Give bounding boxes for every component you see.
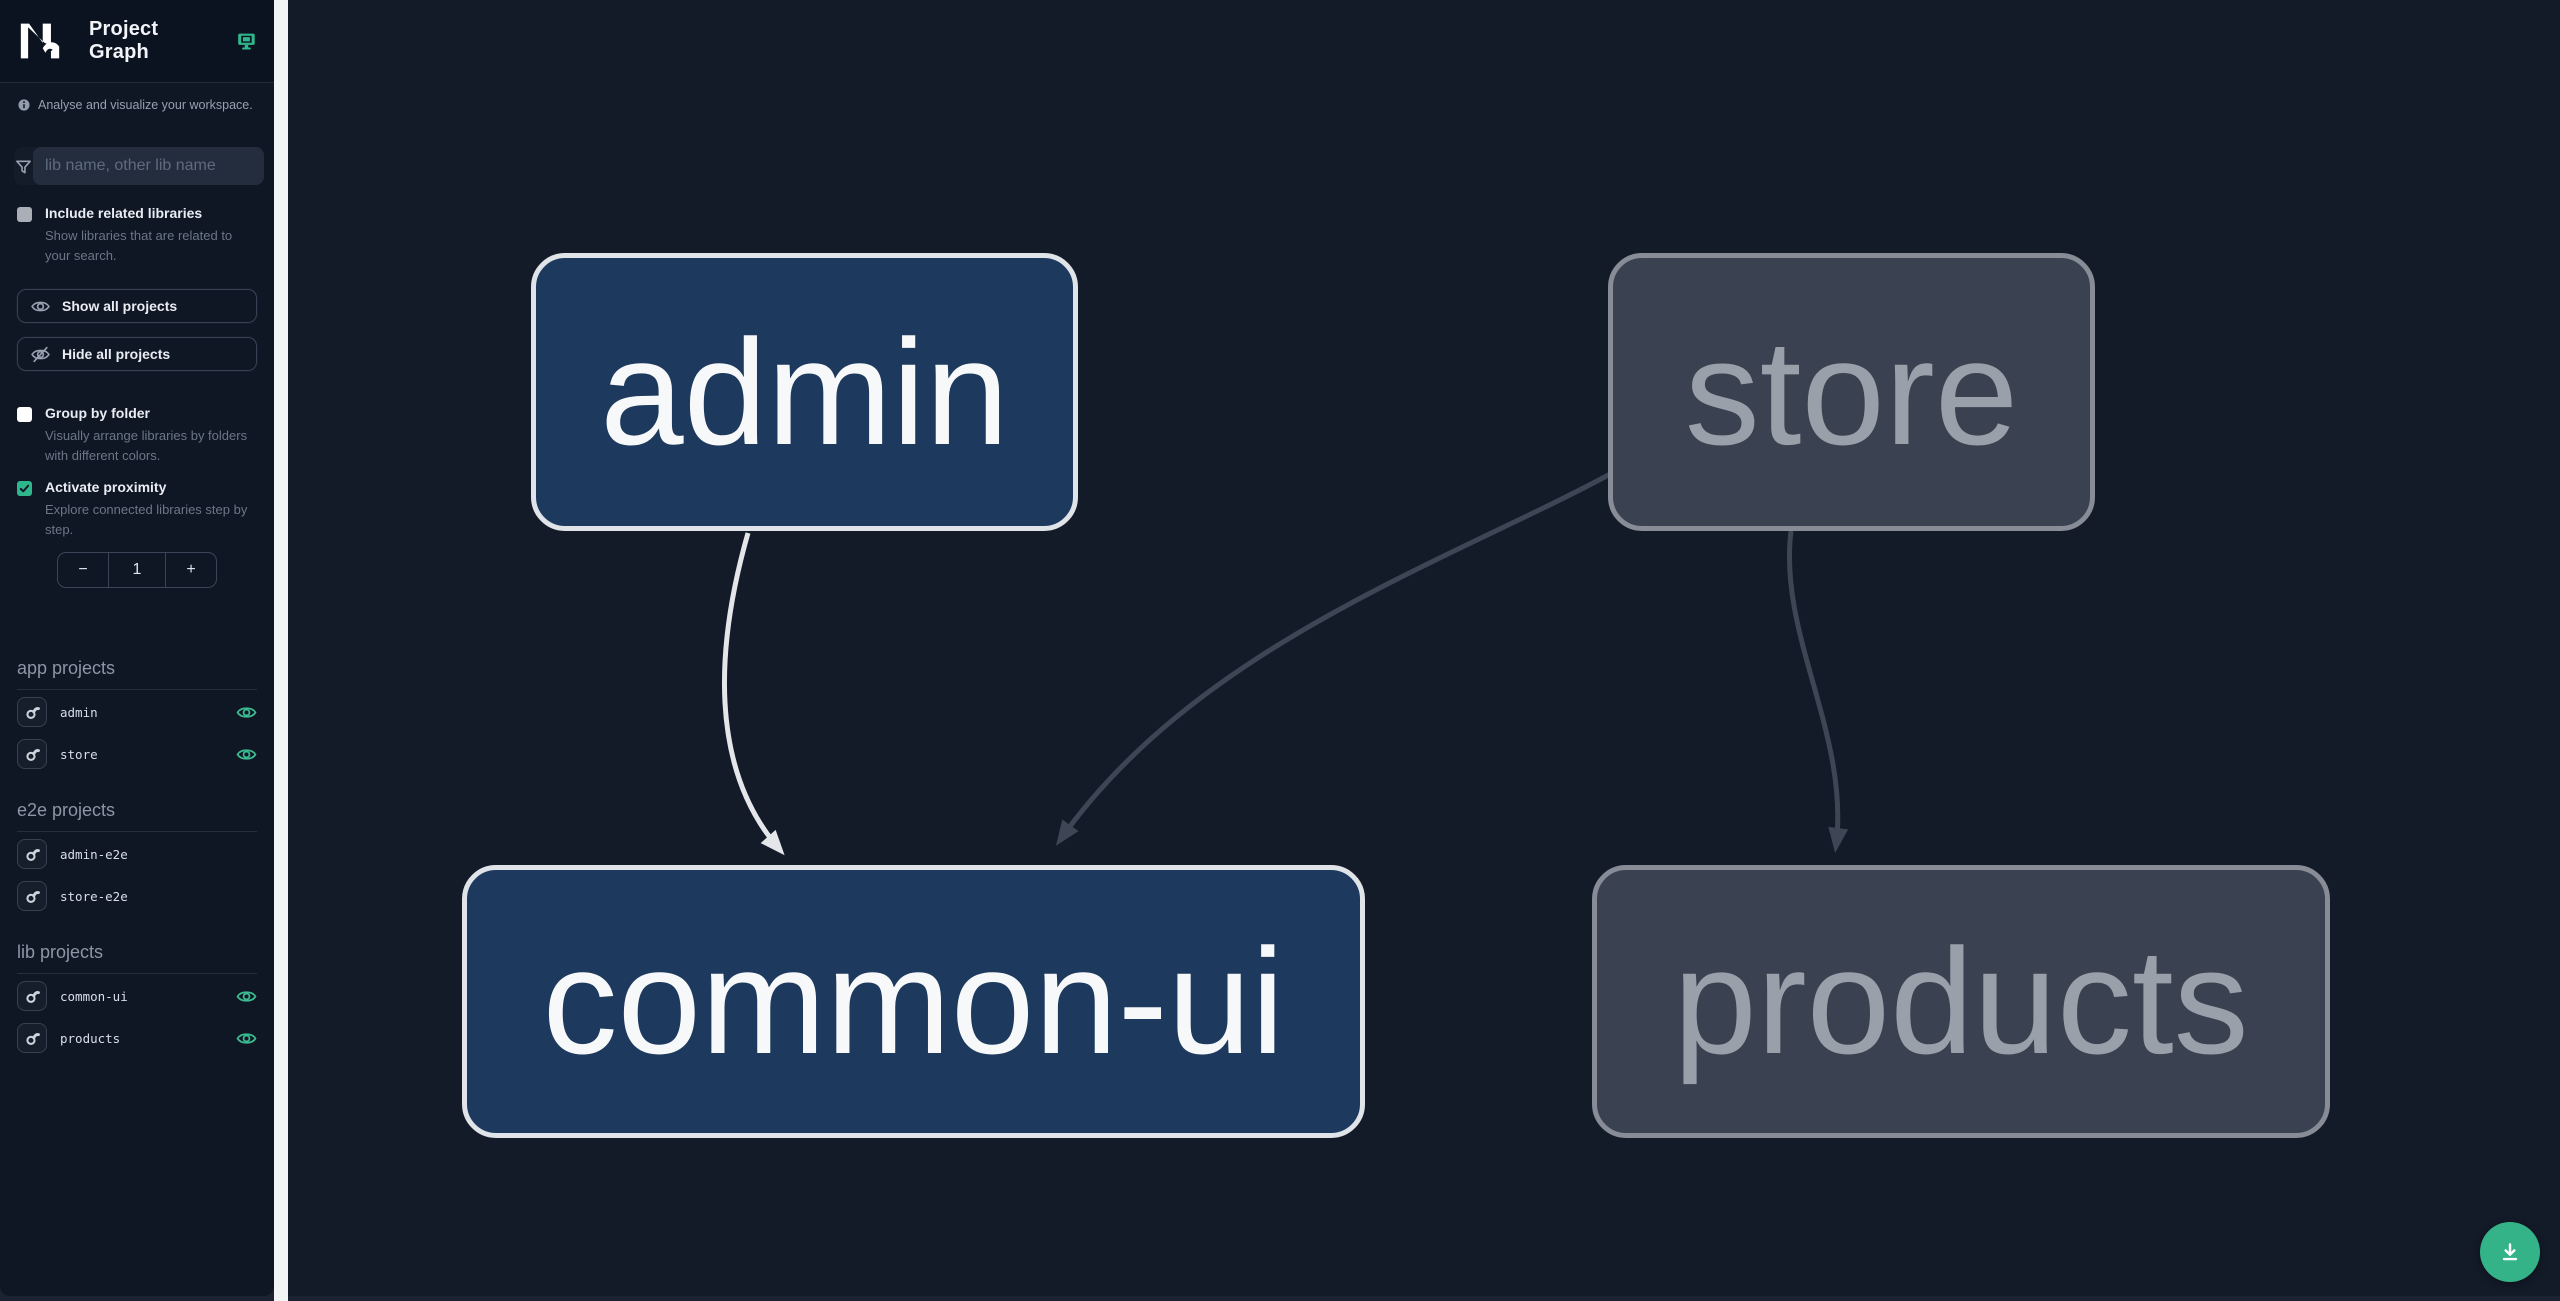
project-row: products <box>0 1018 274 1058</box>
focus-icon <box>25 890 40 903</box>
group-by-folder-label[interactable]: Group by folder <box>45 405 150 421</box>
checkbox-activate-proximity: Activate proximity Explore connected lib… <box>17 479 257 539</box>
proximity-decrement-button[interactable]: − <box>58 553 108 587</box>
hide-all-projects-label: Hide all projects <box>62 346 171 362</box>
workspace-subtitle: Analyse and visualize your workspace. <box>38 98 253 112</box>
include-related-label[interactable]: Include related libraries <box>45 205 203 221</box>
project-row: admin-e2e <box>0 834 274 874</box>
filter-box <box>14 147 264 185</box>
focus-project-button[interactable] <box>17 739 47 769</box>
project-name[interactable]: products <box>60 1030 121 1046</box>
focus-icon <box>25 706 40 719</box>
project-section: e2e projects admin-e2e store-e2e <box>0 800 274 916</box>
show-all-projects-label: Show all projects <box>62 298 178 314</box>
project-section: app projects admin store <box>0 658 274 774</box>
sidebar: Project Graph Analyse and visualize your… <box>0 0 274 1296</box>
toggle-visibility-eye-icon[interactable] <box>236 986 257 1007</box>
edge-store-common-ui[interactable] <box>1055 469 1616 846</box>
project-section: lib projects common-ui products <box>0 942 274 1058</box>
graph-node-common-ui[interactable]: common-ui <box>462 865 1365 1138</box>
project-row: admin <box>0 692 274 732</box>
activate-proximity-description: Explore connected libraries step by step… <box>45 502 248 537</box>
edge-admin-common-ui[interactable] <box>722 532 785 856</box>
activate-proximity-label[interactable]: Activate proximity <box>45 479 167 495</box>
graph-canvas[interactable]: admin store common-ui products <box>288 0 2560 1296</box>
project-row: store <box>0 734 274 774</box>
focus-icon <box>25 848 40 861</box>
focus-project-button[interactable] <box>17 981 47 1011</box>
group-by-folder-description: Visually arrange libraries by folders wi… <box>45 428 248 463</box>
save-image-button[interactable] <box>2480 1222 2540 1282</box>
focus-project-button[interactable] <box>17 839 47 869</box>
graph-node-products[interactable]: products <box>1592 865 2330 1138</box>
nx-logo-icon[interactable] <box>17 20 63 62</box>
toggle-visibility-eye-icon[interactable] <box>236 1028 257 1049</box>
funnel-icon <box>14 147 33 185</box>
toggle-visibility-eye-icon[interactable] <box>236 744 257 765</box>
focus-icon <box>25 990 40 1003</box>
sidebar-header: Project Graph <box>0 0 274 83</box>
eye-icon <box>31 301 50 311</box>
proximity-increment-button[interactable]: + <box>166 553 216 587</box>
activate-proximity-checkbox[interactable] <box>17 481 32 496</box>
hide-all-projects-button[interactable]: Hide all projects <box>17 337 257 371</box>
eye-off-icon <box>31 346 50 362</box>
focus-project-button[interactable] <box>17 881 47 911</box>
include-related-description: Show libraries that are related to your … <box>45 228 233 263</box>
filter-input[interactable] <box>33 147 264 185</box>
focus-icon <box>25 748 40 761</box>
checkbox-group-by-folder: Group by folder Visually arrange librari… <box>17 405 257 465</box>
proximity-stepper: − 1 + <box>57 552 217 588</box>
checkbox-include-related: Include related libraries Show libraries… <box>17 205 257 265</box>
show-all-projects-button[interactable]: Show all projects <box>17 289 257 323</box>
project-name[interactable]: common-ui <box>60 988 128 1004</box>
edge-store-products[interactable] <box>1787 530 1849 853</box>
sidebar-scrollbar[interactable] <box>274 0 288 1301</box>
project-name[interactable]: admin-e2e <box>60 846 128 862</box>
monitor-icon[interactable] <box>236 30 257 52</box>
project-name[interactable]: store-e2e <box>60 888 128 904</box>
toggle-visibility-eye-icon[interactable] <box>236 702 257 723</box>
project-name[interactable]: admin <box>60 704 98 720</box>
include-related-checkbox[interactable] <box>17 207 32 222</box>
project-sections: app projects admin store e2e projects admin-… <box>0 658 274 1058</box>
graph-edges <box>722 469 1849 856</box>
graph-node-admin[interactable]: admin <box>531 253 1078 531</box>
project-row: common-ui <box>0 976 274 1016</box>
project-row: store-e2e <box>0 876 274 916</box>
focus-project-button[interactable] <box>17 1023 47 1053</box>
focus-project-button[interactable] <box>17 697 47 727</box>
workspace-subtitle-row: Analyse and visualize your workspace. <box>18 98 256 112</box>
graph-node-store[interactable]: store <box>1608 253 2095 531</box>
section-header: e2e projects <box>17 800 257 832</box>
section-header: app projects <box>17 658 257 690</box>
focus-icon <box>25 1032 40 1045</box>
section-header: lib projects <box>17 942 257 974</box>
download-icon <box>2502 1243 2518 1261</box>
proximity-value: 1 <box>108 553 166 587</box>
project-name[interactable]: store <box>60 746 98 762</box>
info-icon <box>18 99 30 111</box>
group-by-folder-checkbox[interactable] <box>17 407 32 422</box>
app-title: Project Graph <box>89 18 159 63</box>
